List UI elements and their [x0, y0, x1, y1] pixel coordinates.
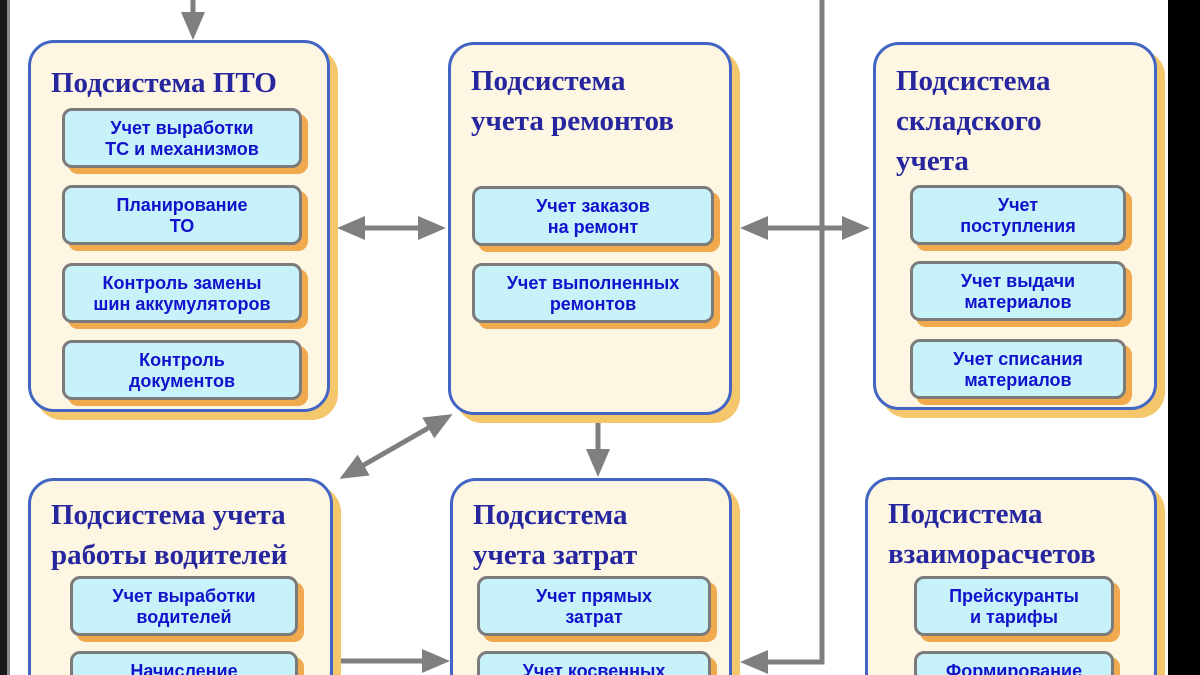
- feature-item-label: ремонтов: [549, 294, 637, 314]
- left-gray-line: [7, 0, 10, 675]
- feature-item-label: шин аккумуляторов: [93, 294, 271, 314]
- subsystem-title-line: Подсистема учета: [51, 499, 286, 531]
- feature-item-label: Учет выработки: [112, 586, 256, 606]
- feature-item-label: Учет: [997, 195, 1039, 215]
- feature-item-label: Учет списания: [953, 349, 1083, 369]
- feature-item-label: ТО: [169, 216, 195, 236]
- subsystem-title-repairs: Подсистема учета ремонтов: [471, 61, 721, 141]
- subsystem-title-line: Подсистема ПТО: [51, 67, 277, 99]
- feature-item-label: Учет выполненных: [506, 273, 680, 293]
- subsystem-title-line: Подсистема: [471, 65, 626, 97]
- feature-item-drivers-1: Начисление: [70, 651, 298, 675]
- subsystem-title-warehouse: Подсистема складского учета: [896, 61, 1146, 181]
- arrow-top-down-into-costs: [740, 0, 825, 674]
- feature-item-label: затрат: [565, 607, 623, 627]
- feature-item-label: Формирование: [945, 661, 1083, 675]
- subsystem-title-line: учета затрат: [473, 539, 638, 571]
- feature-item-label: Учет выдачи: [960, 271, 1076, 291]
- subsystem-title-pto: Подсистема ПТО: [51, 63, 319, 103]
- subsystem-title-line: работы водителей: [51, 539, 288, 571]
- left-black-bar: [0, 0, 7, 675]
- feature-item-label: Учет прямых: [535, 586, 653, 606]
- feature-item-label: Учет заказов: [536, 196, 650, 216]
- subsystem-title-line: Подсистема: [888, 498, 1043, 530]
- feature-item-label: материалов: [964, 370, 1072, 390]
- subsystem-title-line: Подсистема: [473, 499, 628, 531]
- subsystem-title-settlements: Подсистема взаиморасчетов: [888, 494, 1146, 574]
- feature-item-label: Начисление: [130, 661, 238, 675]
- arrow-repairs-drivers-diagonal: [339, 414, 453, 479]
- subsystem-title-line: складского: [896, 105, 1042, 137]
- feature-item-label: Учет выработки: [110, 118, 254, 138]
- subsystem-title-line: Подсистема: [896, 65, 1051, 97]
- feature-item-label: Контроль замены: [102, 273, 262, 293]
- feature-item-label: материалов: [964, 292, 1072, 312]
- feature-item-label: Прейскуранты: [949, 586, 1079, 606]
- subsystem-title-drivers: Подсистема учета работы водителей: [51, 495, 322, 575]
- feature-item-settlements-1: Формирование: [914, 651, 1114, 675]
- subsystem-title-line: учета ремонтов: [471, 105, 674, 137]
- subsystem-title-line: взаиморасчетов: [888, 538, 1096, 570]
- feature-item-label: ТС и механизмов: [105, 139, 259, 159]
- feature-item-label: водителей: [136, 607, 232, 627]
- feature-item-label: и тарифы: [969, 607, 1059, 627]
- feature-item-label: Учет косвенных: [522, 661, 666, 675]
- right-black-bar: [1168, 0, 1200, 675]
- feature-item-label: документов: [128, 371, 236, 391]
- feature-item-label: на ремонт: [547, 217, 639, 237]
- feature-item-label: поступления: [960, 216, 1076, 236]
- feature-item-label: Планирование: [116, 195, 248, 215]
- feature-item-label: Контроль: [139, 350, 225, 370]
- subsystem-title-costs: Подсистема учета затрат: [473, 495, 721, 575]
- subsystem-title-line: учета: [896, 145, 969, 177]
- feature-item-costs-1: Учет косвенных: [477, 651, 711, 675]
